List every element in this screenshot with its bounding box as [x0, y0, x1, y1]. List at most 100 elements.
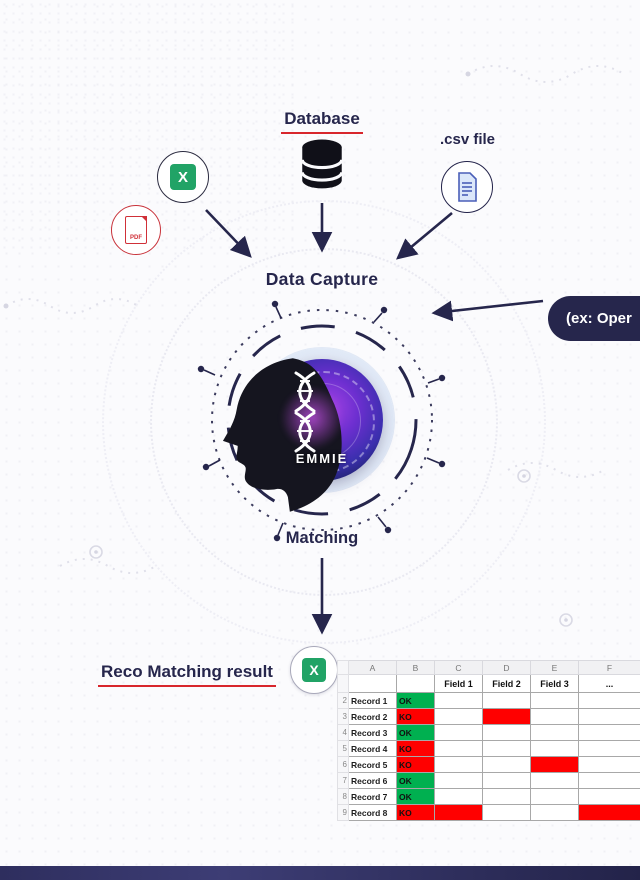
- status-cell: KO: [396, 740, 435, 757]
- result-cell: [482, 804, 531, 821]
- status-cell: OK: [396, 724, 435, 741]
- result-cell: [434, 772, 483, 789]
- row-number: 6: [337, 756, 349, 773]
- result-cell: [578, 724, 640, 741]
- result-cell: [530, 804, 579, 821]
- col-letter: F: [578, 660, 640, 675]
- col-letter: D: [482, 660, 531, 675]
- pdf-fold-corner: [141, 216, 147, 222]
- excel-result-icon: X: [290, 646, 338, 694]
- record-cell: Record 2: [348, 708, 397, 725]
- pdf-source-icon: PDF: [111, 205, 161, 255]
- result-cell: [482, 756, 531, 773]
- result-cell: [578, 756, 640, 773]
- example-annotation-pill: (ex: Oper: [548, 296, 640, 341]
- col-letter: B: [396, 660, 435, 675]
- result-cell: [578, 788, 640, 805]
- status-cell: OK: [396, 692, 435, 709]
- result-cell: [530, 772, 579, 789]
- result-cell: [530, 708, 579, 725]
- dna-icon: [294, 371, 316, 453]
- field-header: [348, 674, 397, 693]
- col-letter: E: [530, 660, 579, 675]
- result-cell: [482, 708, 531, 725]
- status-cell: KO: [396, 756, 435, 773]
- table-row: 4 Record 3 OK: [337, 724, 640, 741]
- field-header-row: Field 1 Field 2 Field 3 ...: [337, 674, 640, 693]
- status-cell: KO: [396, 804, 435, 821]
- result-cell: [578, 708, 640, 725]
- matching-label: Matching: [285, 529, 359, 547]
- record-cell: Record 8: [348, 804, 397, 821]
- result-cell: [578, 692, 640, 709]
- column-letters-row: A B C D E F: [337, 660, 640, 675]
- record-cell: Record 4: [348, 740, 397, 757]
- result-cell: [434, 708, 483, 725]
- result-cell: [578, 804, 640, 821]
- result-cell: [482, 692, 531, 709]
- status-cell: OK: [396, 772, 435, 789]
- database-label: Database: [262, 109, 382, 134]
- pdf-icon: PDF: [125, 216, 147, 244]
- status-cell: OK: [396, 788, 435, 805]
- row-number: 9: [337, 804, 349, 821]
- record-cell: Record 7: [348, 788, 397, 805]
- row-number: 7: [337, 772, 349, 789]
- col-letter: C: [434, 660, 483, 675]
- result-cell: [434, 756, 483, 773]
- row-number: 4: [337, 724, 349, 741]
- purple-glow: [280, 386, 344, 450]
- result-cell: [530, 724, 579, 741]
- emmie-wordmark: EMMIE: [295, 451, 349, 466]
- result-cell: [482, 772, 531, 789]
- table-row: 5 Record 4 KO: [337, 740, 640, 757]
- csv-file-label: .csv file: [439, 131, 496, 148]
- excel-icon: X: [302, 658, 326, 682]
- result-cell: [434, 724, 483, 741]
- excel-icon: X: [170, 164, 196, 190]
- result-cell: [434, 788, 483, 805]
- record-cell: Record 5: [348, 756, 397, 773]
- table-row: 7 Record 6 OK: [337, 772, 640, 789]
- result-cell: [578, 740, 640, 757]
- record-cell: Record 6: [348, 772, 397, 789]
- record-cell: Record 3: [348, 724, 397, 741]
- field-header: ...: [578, 674, 640, 693]
- result-cell: [434, 692, 483, 709]
- row-number: 3: [337, 708, 349, 725]
- result-cell: [482, 788, 531, 805]
- bottom-accent-bar: [0, 866, 640, 880]
- table-row: 8 Record 7 OK: [337, 788, 640, 805]
- csv-document-icon: [458, 172, 477, 202]
- csv-source-icon: [441, 161, 493, 213]
- excel-letter: X: [177, 168, 188, 186]
- result-cell: [482, 724, 531, 741]
- row-number: 2: [337, 692, 349, 709]
- data-capture-label: Data Capture: [265, 269, 379, 289]
- table-row: 9 Record 8 KO: [337, 804, 640, 821]
- result-cell: [434, 804, 483, 821]
- row-number: 8: [337, 788, 349, 805]
- field-header: Field 1: [434, 674, 483, 693]
- result-cell: [482, 740, 531, 757]
- circuit-rings: [197, 300, 446, 542]
- decorative-ring-outermost: [102, 200, 546, 644]
- result-cell: [530, 756, 579, 773]
- table-row: 6 Record 5 KO: [337, 756, 640, 773]
- table-row: 2 Record 1 OK: [337, 692, 640, 709]
- excel-source-icon: X: [157, 151, 209, 203]
- record-cell: Record 1: [348, 692, 397, 709]
- result-cell: [530, 692, 579, 709]
- result-label: Reco Matching result: [80, 662, 294, 687]
- field-header: Field 3: [530, 674, 579, 693]
- col-letter: A: [348, 660, 397, 675]
- status-cell: KO: [396, 708, 435, 725]
- pdf-label: PDF: [130, 235, 142, 241]
- result-cell: [530, 788, 579, 805]
- database-icon: [300, 139, 344, 189]
- table-row: 3 Record 2 KO: [337, 708, 640, 725]
- field-header: [396, 674, 435, 693]
- result-cell: [530, 740, 579, 757]
- field-header: Field 2: [482, 674, 531, 693]
